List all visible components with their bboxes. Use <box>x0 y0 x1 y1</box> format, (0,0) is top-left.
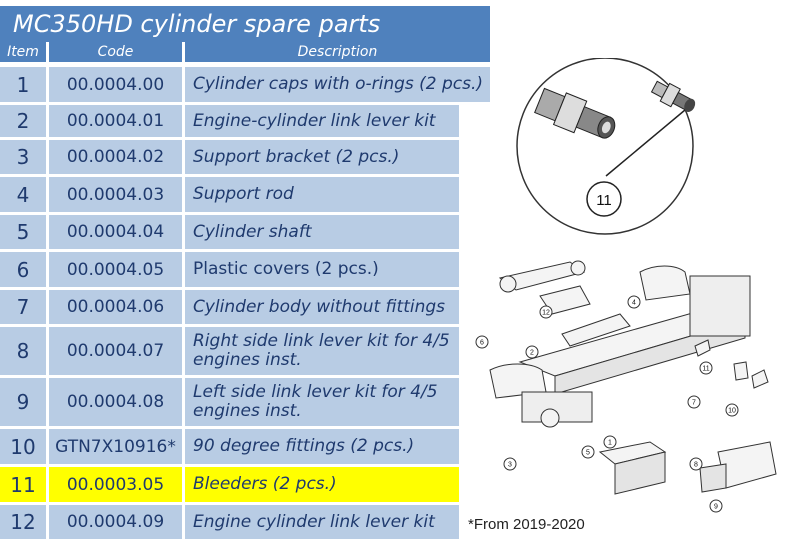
header-description: Description <box>185 42 490 62</box>
part-code-cell: 00.0003.05 <box>49 467 182 502</box>
footnote: *From 2019-2020 <box>468 516 585 533</box>
diagram-callout-circle <box>539 305 553 319</box>
diagram-callout-circle <box>581 445 595 459</box>
description-cell: Support rod <box>185 177 459 212</box>
description-cell: Engine-cylinder link lever kit <box>185 105 459 137</box>
item-number-cell: 7 <box>0 290 46 324</box>
callout-11-label: 11 <box>596 192 612 209</box>
diagram-callout-circle <box>503 457 517 471</box>
callout-11-circle <box>586 181 622 217</box>
part-code-cell: 00.0004.09 <box>49 505 182 539</box>
diagram-callout-label: 8 <box>694 462 698 469</box>
diagram-callout-label: 10 <box>728 408 736 415</box>
diagram-callout-label: 4 <box>632 300 636 307</box>
item-number-cell: 10 <box>0 429 46 464</box>
item-number-cell: 11 <box>0 467 46 502</box>
part-code-cell: 00.0004.04 <box>49 215 182 249</box>
description-cell: Right side link lever kit for 4/5 engine… <box>185 327 459 375</box>
diagram-callout-circle <box>475 335 489 349</box>
item-number-cell: 5 <box>0 215 46 249</box>
description-cell: Cylinder body without fittings <box>185 290 459 324</box>
part-code-cell: GTN7X10916* <box>49 429 182 464</box>
item-number-cell: 12 <box>0 505 46 539</box>
diagram-callout-label: 11 <box>702 366 709 373</box>
diagram-callout-circle <box>709 499 723 513</box>
description-cell: Bleeders (2 pcs.) <box>185 467 459 502</box>
part-code-cell: 00.0004.03 <box>49 177 182 212</box>
part-code-cell: 00.0004.01 <box>49 105 182 137</box>
diagram-callout-label: 6 <box>480 340 484 347</box>
diagram-callout-label: 5 <box>586 450 590 457</box>
description-cell: Left side link lever kit for 4/5 engines… <box>185 378 459 426</box>
part-code-cell: 00.0004.08 <box>49 378 182 426</box>
page-title: MC350HD cylinder spare parts <box>0 6 490 42</box>
item-number-cell: 8 <box>0 327 46 375</box>
diagram-callout-circle <box>525 345 539 359</box>
diagram-callout-label: 3 <box>508 462 512 469</box>
diagram-callout-circle <box>627 295 641 309</box>
item-number-cell: 4 <box>0 177 46 212</box>
description-cell: Cylinder caps with o-rings (2 pcs.) <box>185 67 490 102</box>
diagram-callout-circle <box>603 435 617 449</box>
diagram-callout-circle <box>689 457 703 471</box>
item-number-cell: 6 <box>0 252 46 287</box>
item-number-cell: 2 <box>0 105 46 137</box>
diagram-callout-circle <box>699 361 713 375</box>
item-number-cell: 1 <box>0 67 46 102</box>
diagram-callout-label: 2 <box>530 350 534 357</box>
diagram-callout-label: 9 <box>714 504 718 511</box>
header-code: Code <box>49 42 182 62</box>
diagram-callout-label: 12 <box>542 310 550 317</box>
description-cell: Plastic covers (2 pcs.) <box>185 252 459 287</box>
diagram-callout-label: 7 <box>692 400 696 407</box>
description-cell: Engine cylinder link lever kit <box>185 505 459 539</box>
part-code-cell: 00.0004.05 <box>49 252 182 287</box>
diagram-callout-circle <box>687 395 701 409</box>
description-cell: 90 degree fittings (2 pcs.) <box>185 429 459 464</box>
description-cell: Cylinder shaft <box>185 215 459 249</box>
description-cell: Support bracket (2 pcs.) <box>185 140 459 174</box>
header-item: Item <box>0 42 46 62</box>
diagram-callout-circle <box>725 403 739 417</box>
part-code-cell: 00.0004.07 <box>49 327 182 375</box>
bleeder-detail-illustration: 11 <box>516 58 696 235</box>
item-number-cell: 3 <box>0 140 46 174</box>
part-code-cell: 00.0004.06 <box>49 290 182 324</box>
item-number-cell: 9 <box>0 378 46 426</box>
part-code-cell: 00.0004.00 <box>49 67 182 102</box>
part-code-cell: 00.0004.02 <box>49 140 182 174</box>
diagram-callout-label: 1 <box>608 440 612 447</box>
